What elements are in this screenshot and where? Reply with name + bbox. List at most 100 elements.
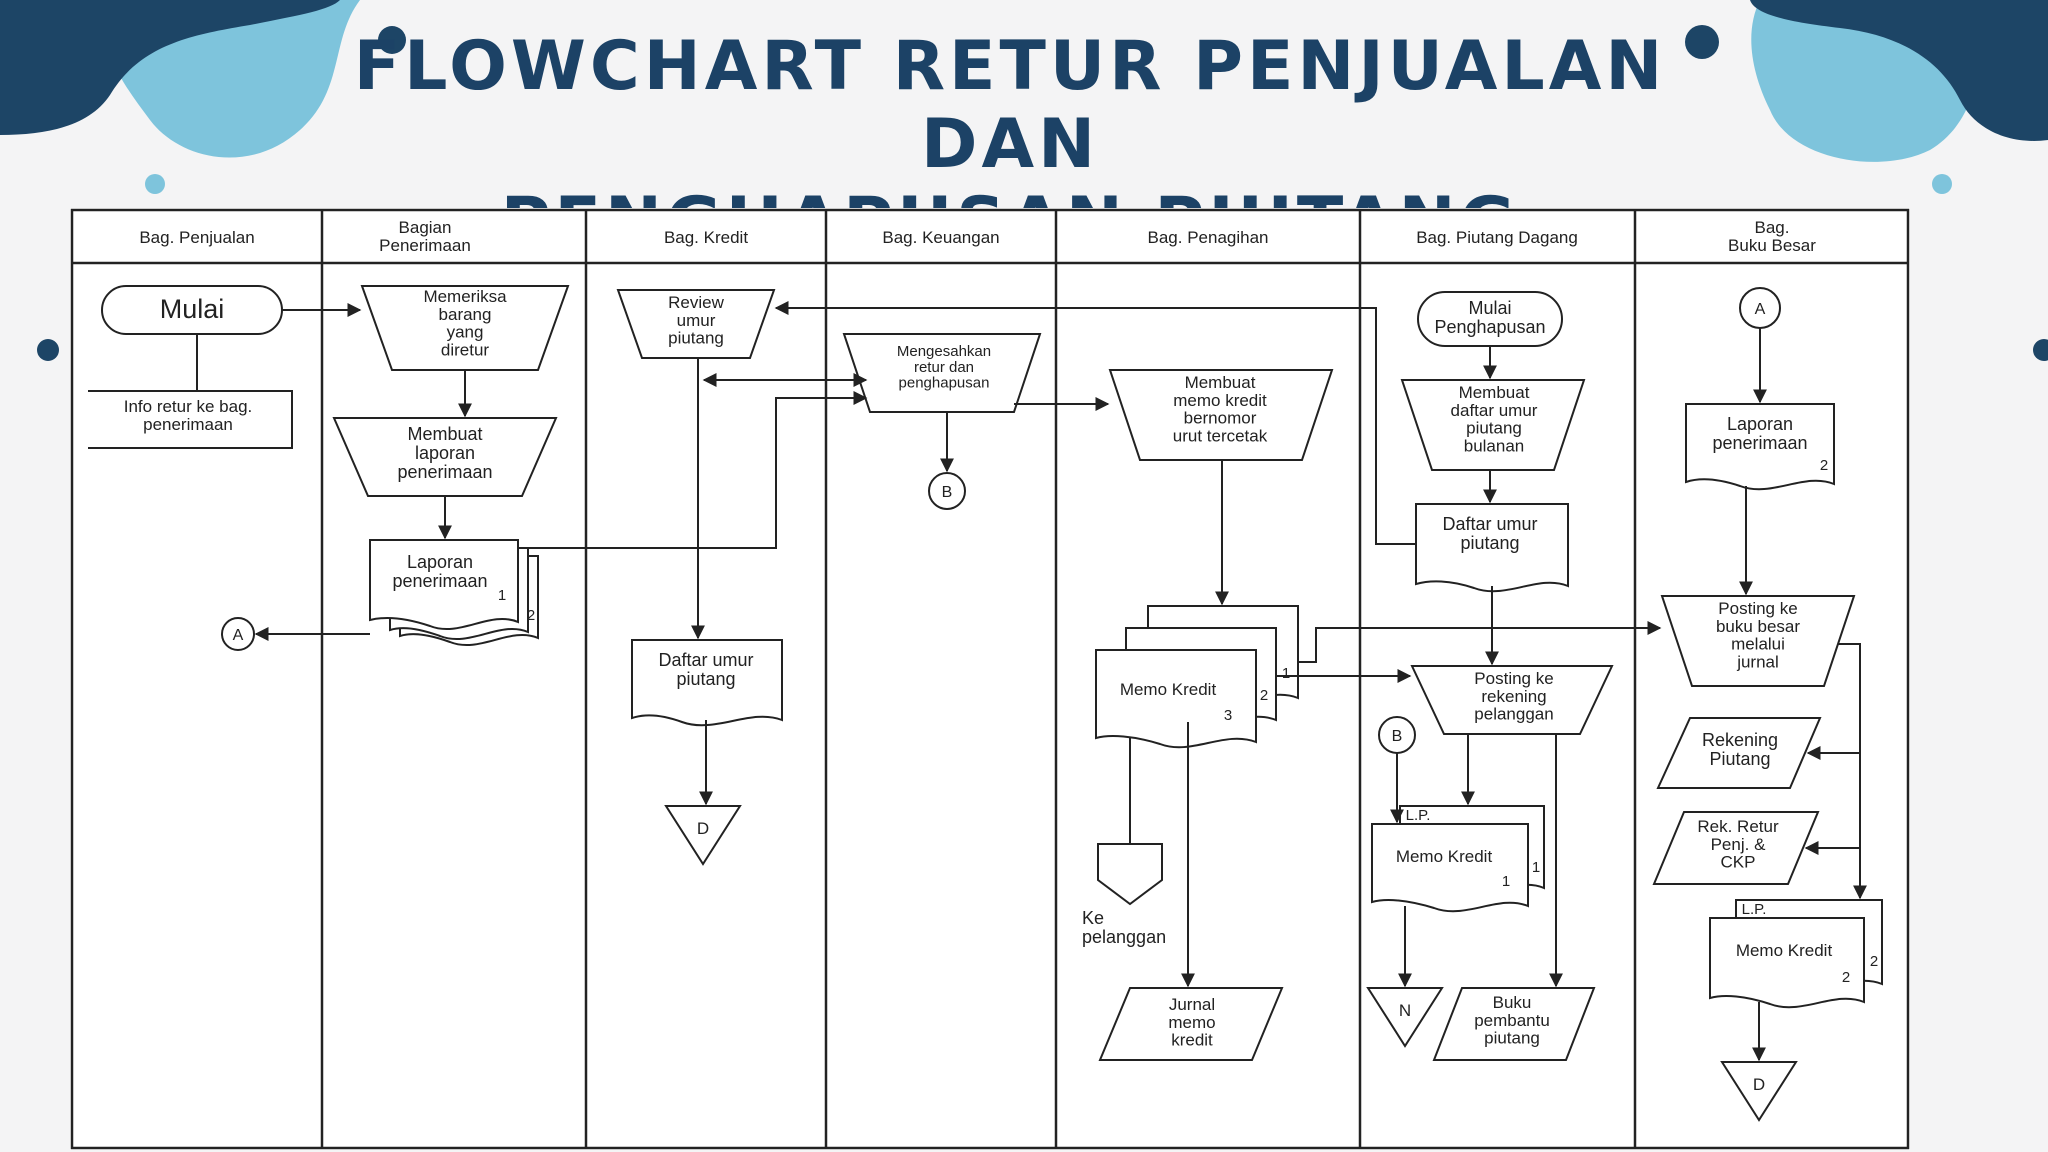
memo-kredit-doc-label: Memo Kredit bbox=[1120, 680, 1217, 699]
label-line: Jurnal bbox=[1169, 995, 1215, 1014]
label-line: pelanggan bbox=[1474, 705, 1553, 724]
label-line: Bagian bbox=[399, 218, 452, 237]
posting-rekening-manual-op bbox=[1410, 665, 1614, 735]
memeriksa-manual-op bbox=[360, 285, 570, 371]
label-line: bulanan bbox=[1464, 437, 1525, 456]
connector-a-out-shape bbox=[221, 617, 255, 651]
laporan-bb-doc bbox=[1685, 403, 1835, 491]
lane-header-kredit: Bag. Kredit bbox=[664, 228, 748, 247]
memo-copy1-number: 1 bbox=[1282, 665, 1290, 682]
label-line: Penghapusan bbox=[1434, 317, 1545, 337]
connector-b-out-shape bbox=[928, 472, 966, 510]
label-line: urut tercetak bbox=[1173, 427, 1268, 446]
connector-b-out-label: B bbox=[942, 484, 953, 501]
memo-bb-main-doc bbox=[1709, 917, 1865, 1009]
label-line: laporan bbox=[415, 443, 475, 463]
info-retur-label: Info retur ke bag.penerimaan bbox=[124, 397, 253, 434]
memo-bb-copy-number: 2 bbox=[1842, 969, 1850, 986]
label-line: Rekening bbox=[1702, 730, 1778, 750]
label-line: piutang bbox=[1484, 1029, 1540, 1048]
memo-kredit-bb-label: Memo Kredit bbox=[1736, 941, 1833, 960]
swimlane-frame bbox=[70, 208, 1910, 1150]
buku-pembantu-parallelogram bbox=[1432, 987, 1596, 1061]
label-line: Laporan bbox=[1727, 414, 1793, 434]
label-line: Bag. Penjualan bbox=[139, 228, 254, 247]
info-retur-annotation bbox=[88, 390, 293, 449]
memo-doc-main bbox=[1095, 649, 1257, 749]
membuat-laporan-manual-op bbox=[332, 417, 558, 497]
label-line: Penj. & bbox=[1711, 835, 1766, 854]
label-line: piutang bbox=[1460, 533, 1519, 553]
connector-a-in-label: A bbox=[1755, 301, 1766, 318]
rek-retur-parallelogram bbox=[1652, 811, 1820, 885]
label-line: rekening bbox=[1481, 687, 1546, 706]
label-line: diretur bbox=[441, 341, 490, 360]
label-line: Membuat bbox=[1185, 373, 1256, 392]
dot-decoration bbox=[37, 339, 59, 361]
label-line: Review bbox=[668, 293, 724, 312]
lane-header-penagihan: Bag. Penagihan bbox=[1148, 228, 1269, 247]
label-line: piutang bbox=[676, 669, 735, 689]
dot-decoration bbox=[1685, 25, 1719, 59]
lane-header-penjualan: Bag. Penjualan bbox=[139, 228, 254, 247]
lp-memo-label: L.P. bbox=[1406, 807, 1431, 824]
rekening-piutang-parallelogram bbox=[1656, 717, 1822, 789]
label-line: Bag. Kredit bbox=[664, 228, 748, 247]
label-line: penerimaan bbox=[397, 462, 492, 482]
label-line: penghapusan bbox=[899, 375, 990, 392]
label-line: daftar umur bbox=[1451, 401, 1538, 420]
label-line: Buku Besar bbox=[1728, 236, 1816, 255]
membuat-memo-manual-op bbox=[1108, 369, 1334, 461]
offpage-d-kredit-shape bbox=[664, 805, 742, 866]
memo-kredit-pd-label: Memo Kredit bbox=[1396, 847, 1493, 866]
label-line: Bag. bbox=[1755, 218, 1790, 237]
laporan-copy1-number: 1 bbox=[498, 587, 506, 604]
label-line: Rek. Retur bbox=[1697, 817, 1779, 836]
laporan-bb-copy-number: 2 bbox=[1820, 457, 1828, 474]
label-line: yang bbox=[447, 323, 484, 342]
ke-pelanggan-offpage bbox=[1097, 843, 1163, 906]
lane-header-piutang-dagang: Bag. Piutang Dagang bbox=[1416, 228, 1578, 247]
dot-decoration bbox=[145, 174, 165, 194]
memo-copy3-number: 3 bbox=[1224, 707, 1232, 724]
offpage-d-bb-shape bbox=[1720, 1061, 1798, 1122]
label-line: Laporan bbox=[407, 552, 473, 572]
label-line: pelanggan bbox=[1082, 927, 1166, 947]
label-line: penerimaan bbox=[1712, 433, 1807, 453]
label-line: melalui bbox=[1731, 635, 1785, 654]
laporan-copy2-number: 2 bbox=[527, 607, 535, 624]
label-line: piutang bbox=[668, 329, 724, 348]
label-line: jurnal bbox=[1736, 653, 1779, 672]
review-umur-manual-op bbox=[616, 289, 776, 359]
connector-b-in-label: B bbox=[1392, 728, 1403, 745]
flow-shapes bbox=[88, 285, 1883, 1122]
lane-header-keuangan: Bag. Keuangan bbox=[882, 228, 999, 247]
posting-bb-manual-op bbox=[1660, 595, 1856, 687]
label-line: buku besar bbox=[1716, 617, 1800, 636]
membuat-daftar-manual-op bbox=[1400, 379, 1586, 471]
label-line: Memeriksa bbox=[423, 287, 507, 306]
navy-blob-top-left bbox=[0, 0, 340, 135]
label-line: piutang bbox=[1466, 419, 1522, 438]
label-line: bernomor bbox=[1184, 409, 1257, 428]
title-line-1: FLOWCHART RETUR PENJUALAN DAN bbox=[353, 27, 1667, 184]
label-line: Daftar umur bbox=[658, 650, 753, 670]
dot-decoration bbox=[1932, 174, 1952, 194]
